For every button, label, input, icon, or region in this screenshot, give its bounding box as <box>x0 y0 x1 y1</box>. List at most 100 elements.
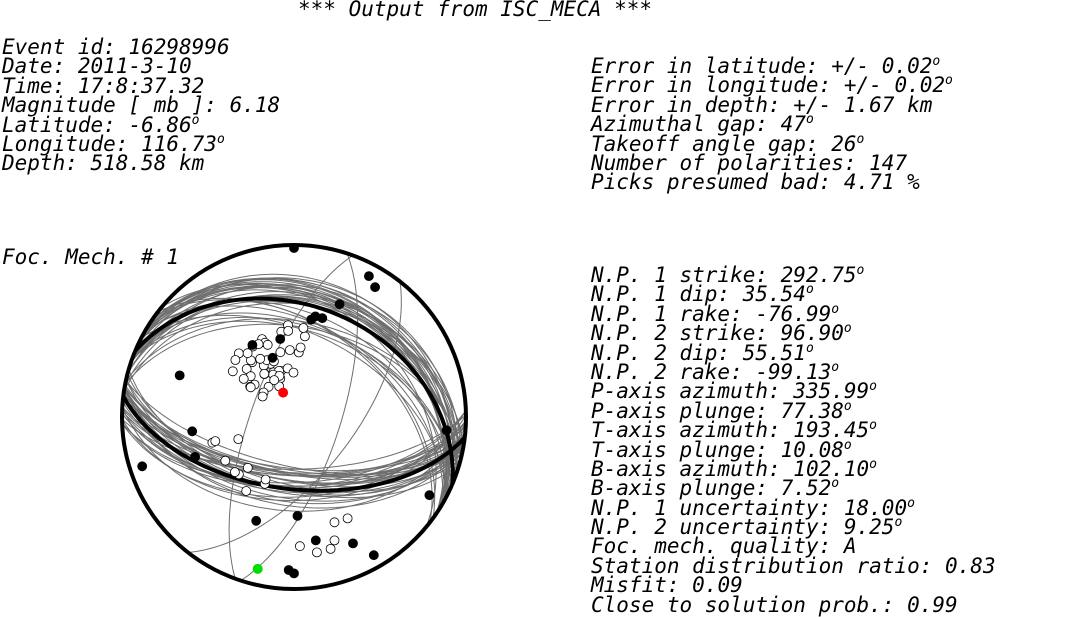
degree-symbol: o <box>894 515 903 531</box>
error-info-line: Azimuthal gap: 47o <box>591 112 953 137</box>
mechanism-info-value: -99.13 <box>755 359 832 384</box>
dilatation-dot <box>342 513 353 524</box>
mechanism-info-label: N.P. 1 rake: <box>591 301 756 326</box>
event-info-line: Event id: 16298996 <box>2 35 280 59</box>
compression-dot <box>317 313 328 324</box>
uncertainty-plane-2 <box>124 384 464 480</box>
mechanism-info-label: P-axis azimuth: <box>591 379 794 404</box>
compression-dot <box>334 299 345 310</box>
mechanism-info-value: A <box>843 534 857 559</box>
dilatation-dot <box>329 535 340 546</box>
uncertainty-plane-1 <box>132 316 456 478</box>
error-info-label: Azimuthal gap: <box>591 112 781 137</box>
degree-symbol: o <box>805 282 814 298</box>
dilatation-dot <box>255 353 266 364</box>
event-info-value: 116.73 <box>141 131 217 156</box>
dilatation-dot <box>283 325 294 336</box>
mechanism-info-label: Foc. mech. quality: <box>591 534 844 559</box>
mechanism-info-line: Foc. mech. quality: A <box>591 534 996 559</box>
mechanism-info-label: N.P. 2 dip: <box>591 340 743 365</box>
dilatation-dot <box>288 367 299 378</box>
focal-mechanism-label: Foc. Mech. # 1 <box>2 245 180 269</box>
mechanism-info-label: T-axis azimuth: <box>591 418 794 443</box>
uncertainty-plane-2 <box>123 392 465 505</box>
mechanism-info-line: N.P. 1 uncertainty: 18.00o <box>591 495 996 520</box>
degree-symbol: o <box>932 54 941 69</box>
compression-dot <box>368 550 379 561</box>
event-info-label: Magnitude [ mb ]: <box>2 93 230 118</box>
degree-symbol: o <box>191 112 200 128</box>
error-info-line: Error in depth: +/- 1.67 km <box>591 92 953 117</box>
dilatation-dot <box>210 436 221 447</box>
uncertainty-plane-1 <box>131 320 457 476</box>
event-info-value: 16298996 <box>128 35 230 59</box>
dilatation-dot <box>284 345 295 356</box>
dilatation-dot <box>230 355 241 365</box>
event-info-label: Latitude: <box>2 112 129 137</box>
compression-dot <box>275 334 286 344</box>
error-info-value: +/- 0.02 <box>831 54 933 78</box>
mechanism-info-line: Misfit: 0.09 <box>591 575 996 596</box>
error-info-value: 26 <box>831 131 857 156</box>
dilatation-dot <box>259 368 270 379</box>
mechanism-info-value: 77.38 <box>780 398 844 423</box>
degree-symbol: o <box>856 131 865 147</box>
compression-dot <box>174 370 185 381</box>
error-info-label: Error in depth: <box>591 92 794 117</box>
event-info-value: 6.18 <box>229 93 281 118</box>
error-info-value: +/- 1.67 km <box>793 92 933 117</box>
event-info-line: Magnitude [ mb ]: 6.18 <box>2 93 281 118</box>
mechanism-info-value: 55.51 <box>742 340 806 365</box>
uncertainty-plane-2 <box>121 414 467 470</box>
dilatation-dot <box>269 375 280 386</box>
uncertainty-plane-1 <box>145 305 444 504</box>
nodal-plane-1 <box>133 296 455 484</box>
error-info-label: Number of polarities: <box>591 150 870 175</box>
uncertainty-plane-2 <box>124 387 464 476</box>
mechanism-info-label: B-axis plunge: <box>591 476 781 501</box>
mechanism-info-label: P-axis plunge: <box>591 398 781 423</box>
degree-symbol: o <box>843 437 852 453</box>
dilatation-dot <box>325 544 336 554</box>
mechanism-info-line: P-axis plunge: 77.38o <box>591 398 996 423</box>
mechanism-info-value: 35.54 <box>742 282 806 307</box>
error-info-label: Error in latitude: <box>591 54 832 78</box>
mechanism-info-value: 335.99 <box>793 379 870 404</box>
error-info-line: Takeoff angle gap: 26o <box>591 131 953 156</box>
focal-sphere-outline <box>120 243 468 591</box>
dilatation-dot <box>298 323 309 333</box>
degree-symbol: o <box>869 418 877 434</box>
mechanism-info-line: Close to solution prob.: 0.99 <box>591 594 996 615</box>
dilatation-dot <box>242 462 253 473</box>
degree-symbol: o <box>831 476 840 492</box>
uncertainty-plane-1 <box>151 282 445 514</box>
compression-dot <box>247 340 258 350</box>
event-info-line: Date: 2011-3-10 <box>2 54 280 79</box>
compression-dot <box>424 490 435 501</box>
error-info-line: Number of polarities: 147 <box>591 150 953 175</box>
degree-symbol: o <box>216 131 225 147</box>
mechanism-info-value: 18.00 <box>843 495 908 520</box>
mechanism-info-line: N.P. 1 strike: 292.75o <box>591 264 996 286</box>
dilatation-dot <box>229 467 240 478</box>
error-info-label: Error in longitude: <box>591 73 844 98</box>
degree-symbol: o <box>831 301 840 317</box>
uncertainty-plane-2 <box>121 410 467 498</box>
uncertainty-plane-1 <box>131 286 457 476</box>
event-info-value: 518.58 km <box>90 151 205 176</box>
uncertainty-plane-1 <box>124 323 464 450</box>
error-info-line: Picks presumed bad: 4.71 % <box>591 170 953 195</box>
dilatation-dot <box>245 382 256 393</box>
degree-symbol: o <box>843 398 852 414</box>
event-info-label: Date: <box>2 54 78 79</box>
mechanism-info-value: 0.83 <box>945 553 996 578</box>
mechanism-info-label: N.P. 2 rake: <box>591 359 756 384</box>
uncertainty-plane-2 <box>123 387 464 497</box>
error-info-value: 4.71 % <box>843 170 920 195</box>
mechanism-info-label: N.P. 1 dip: <box>591 282 743 307</box>
degree-symbol: o <box>869 379 877 395</box>
event-info-line: Latitude: -6.86o <box>2 112 280 137</box>
mechanism-info-line: Station distribution ratio: 0.83 <box>591 553 996 578</box>
